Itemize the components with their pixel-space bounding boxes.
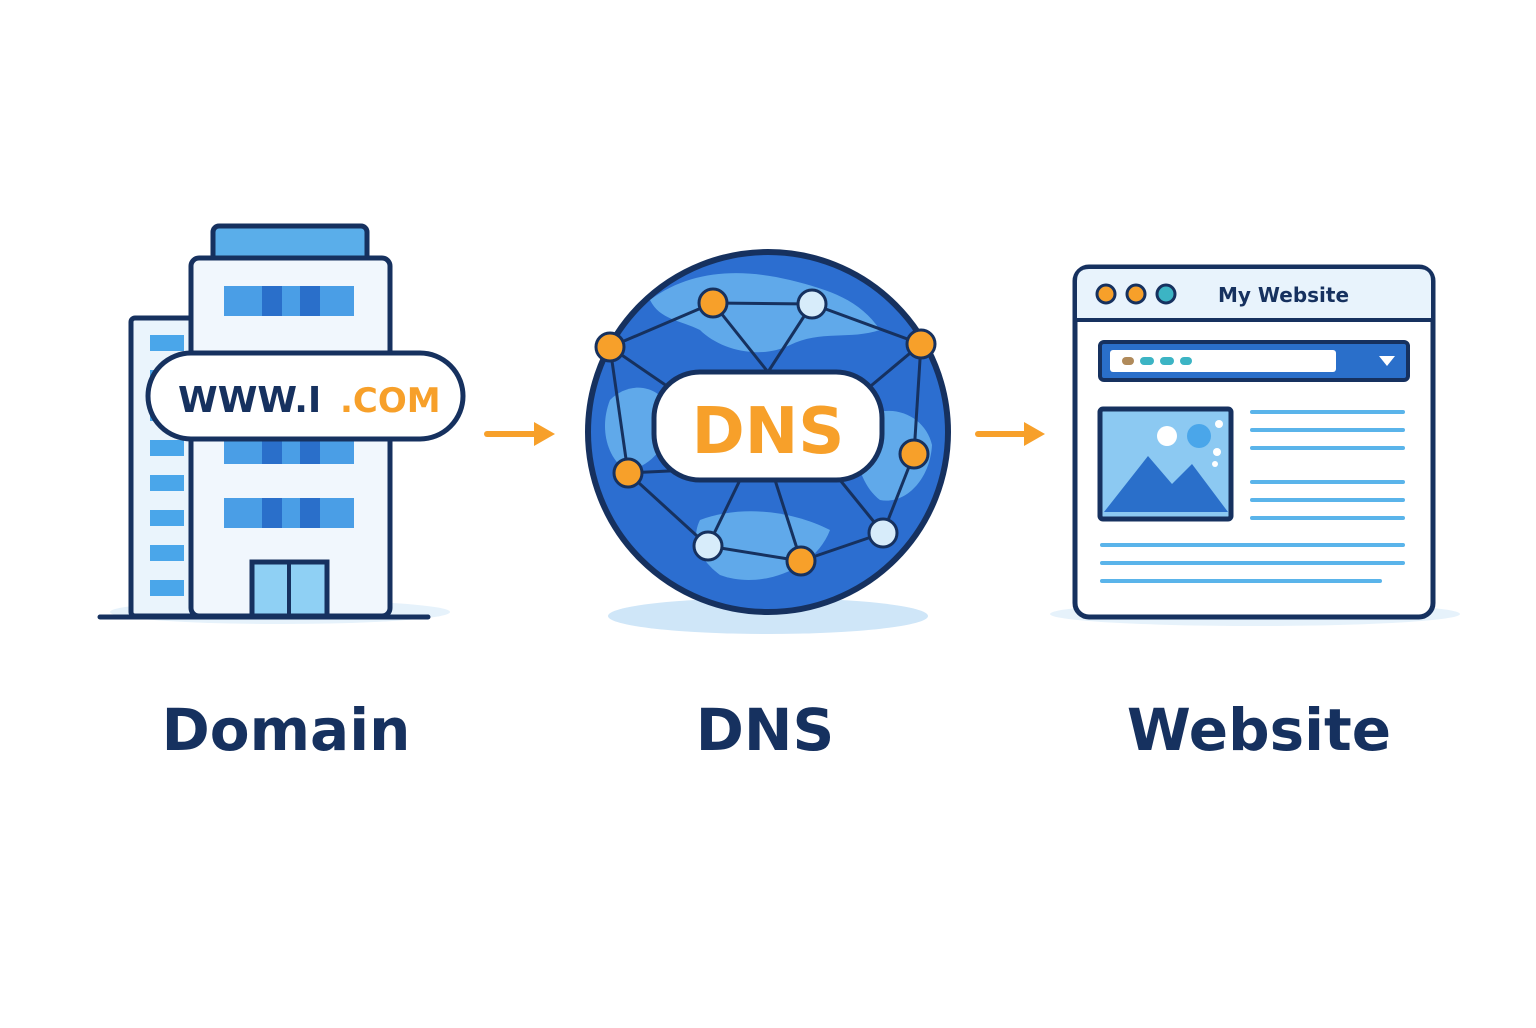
chevron-down-icon [1379,356,1395,366]
window-control-dots [1095,283,1177,305]
svg-text:WWW.I: WWW.I [178,380,321,421]
domain-address-pill: WWW.I .COM [145,350,466,442]
arrow-right-icon [975,422,1045,446]
svg-text:.COM: .COM [340,381,441,421]
svg-text:My Website: My Website [1218,283,1349,307]
browser-window-icon: My Website [1050,264,1460,626]
arrow-right-icon [484,422,555,446]
domain-tld-text: .COM [340,381,441,421]
browser-window-title: My Website [1218,283,1349,307]
domain-caption: Domain [161,696,411,764]
svg-text:DNS: DNS [692,395,845,469]
dns-badge-text: DNS [692,395,845,469]
dns-badge: DNS [651,369,885,483]
content-text-lines [1100,410,1405,583]
browser-address-bar [1098,340,1410,382]
globe-network-icon [585,249,951,634]
image-placeholder-icon [1097,406,1234,522]
website-caption: Website [1126,696,1392,764]
dns-caption: DNS [695,696,835,764]
domain-www-text: WWW.I [178,380,321,421]
